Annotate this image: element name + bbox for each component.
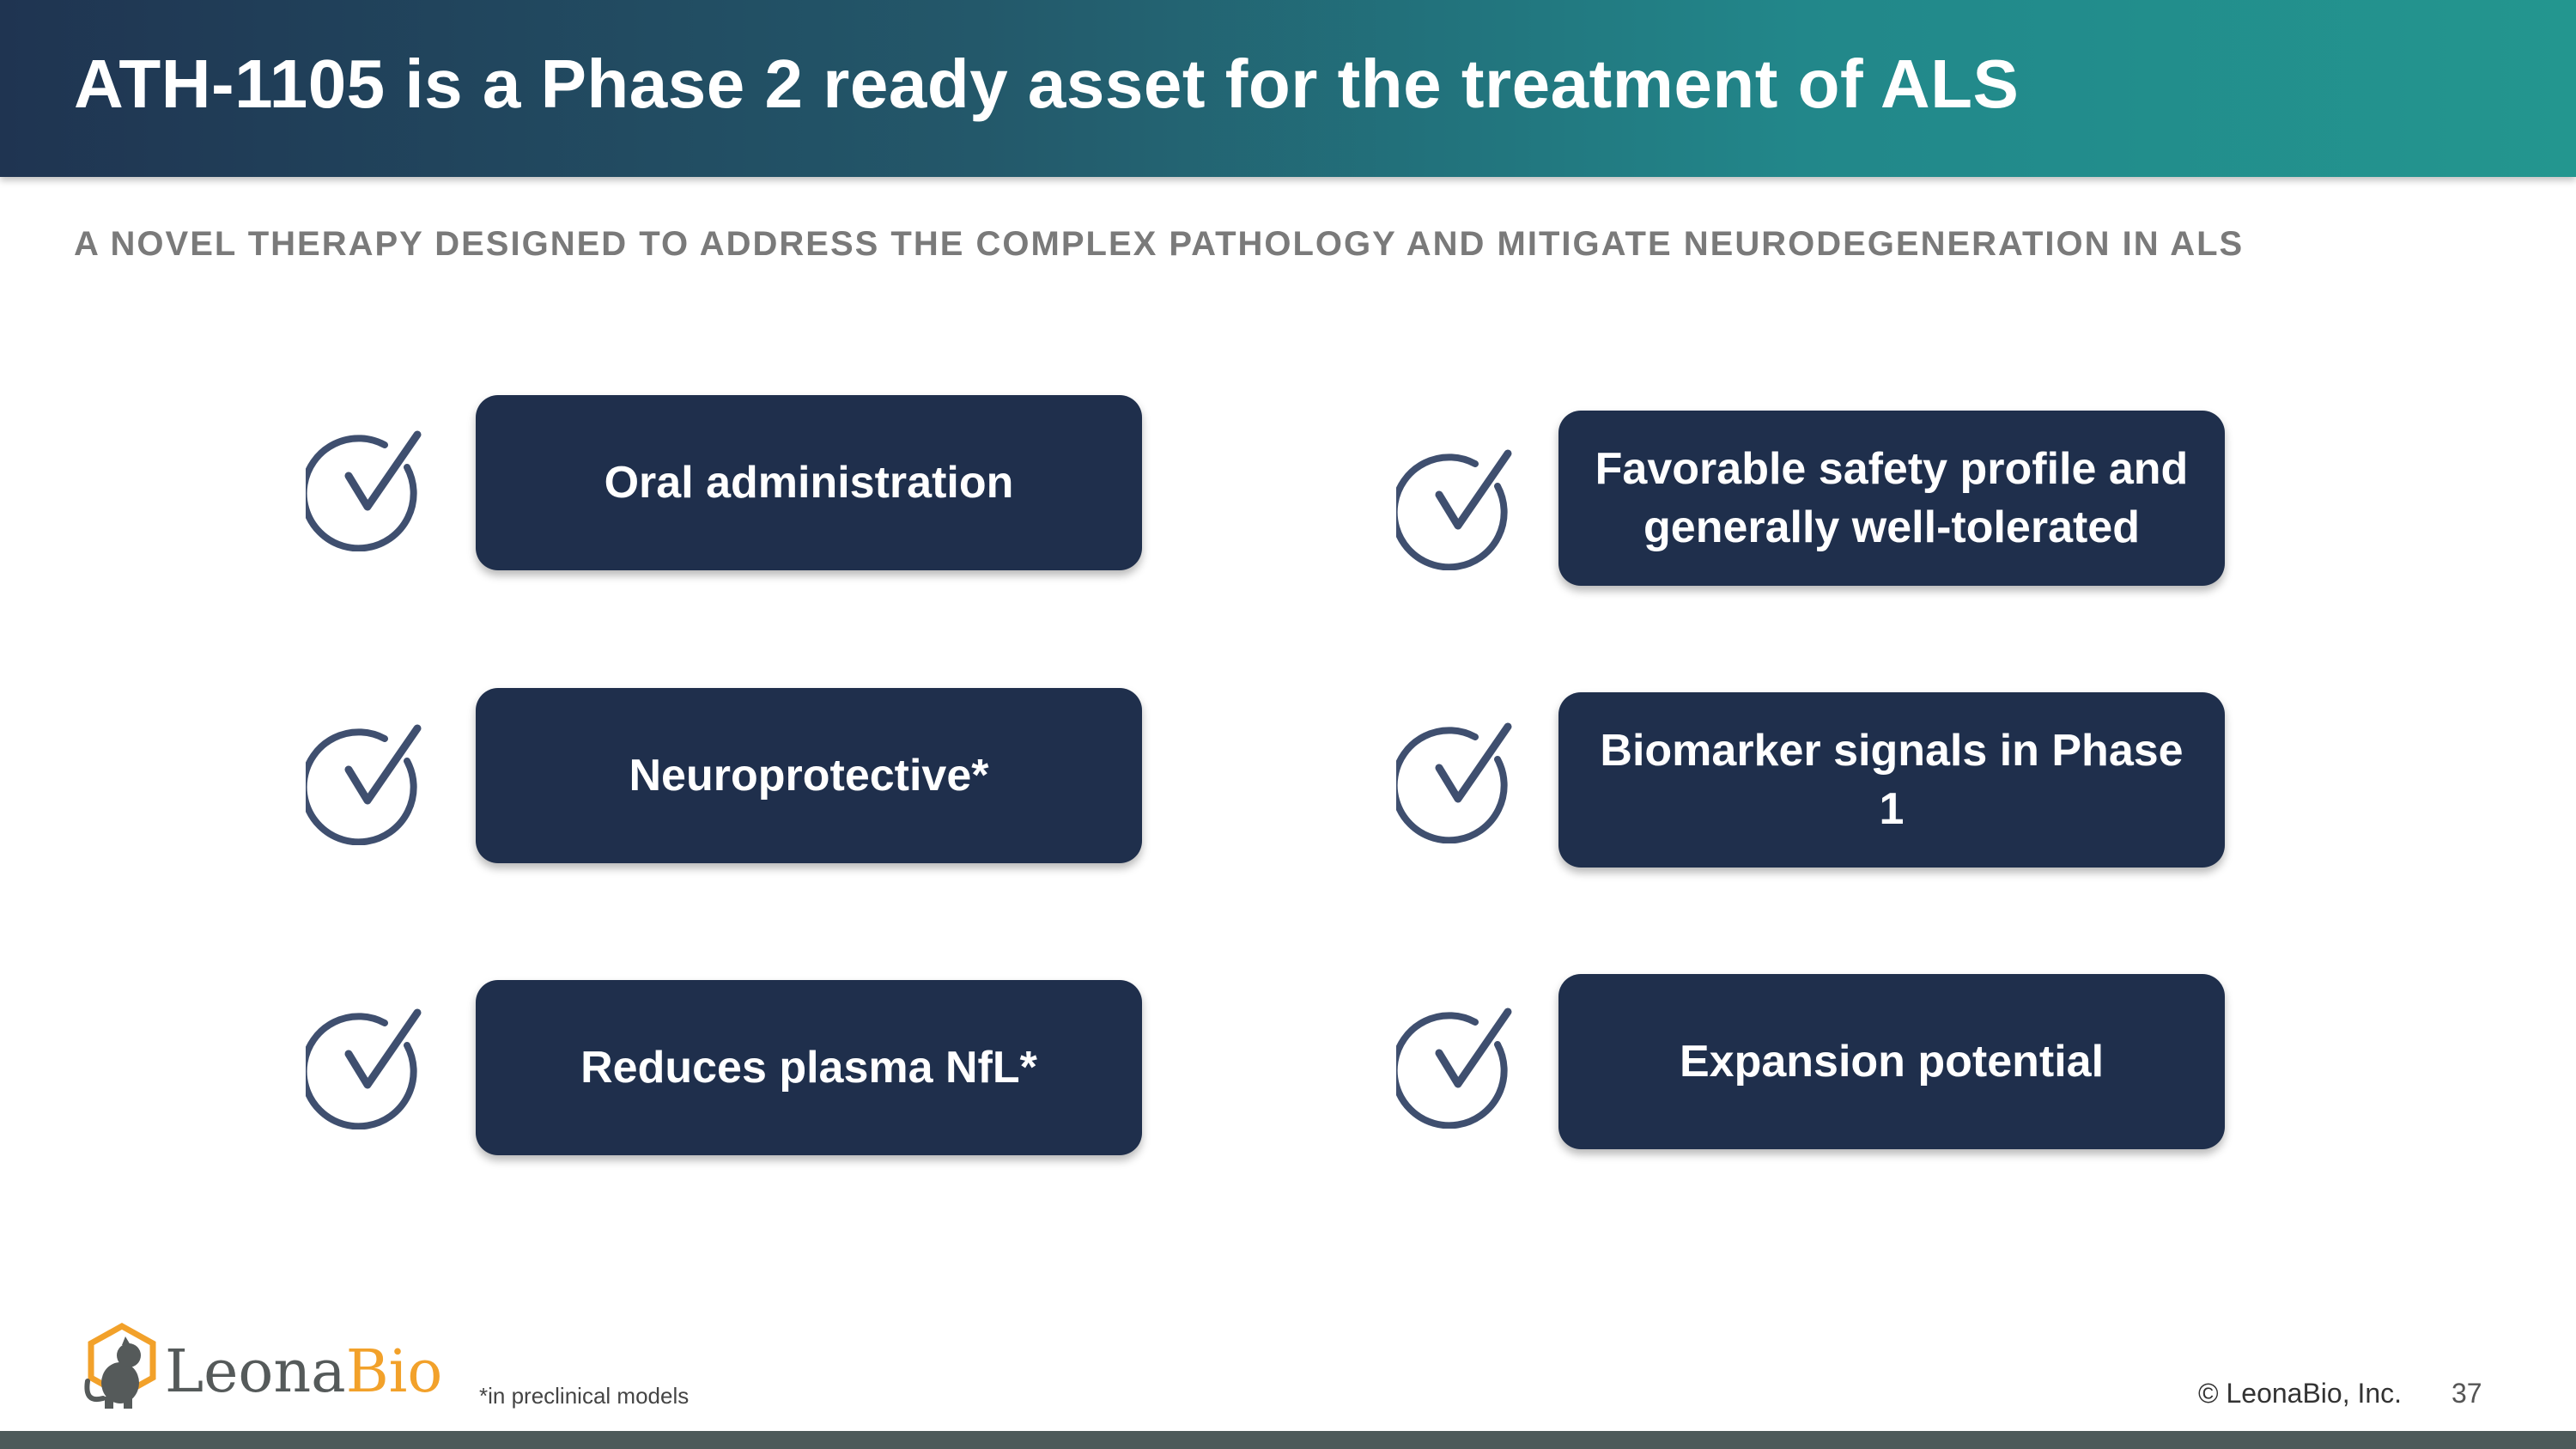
feature-card-label: Oral administration xyxy=(604,458,1014,508)
feature-card-oral-administration: Oral administration xyxy=(476,395,1142,570)
check-circle-icon xyxy=(306,430,422,551)
logo-wordmark-leona: Leona xyxy=(165,1338,346,1406)
bottom-bar xyxy=(0,1431,2576,1449)
check-circle-icon xyxy=(306,1008,422,1129)
feature-card-reduces-nfl: Reduces plasma NfL* xyxy=(476,980,1142,1155)
header-banner: ATH-1105 is a Phase 2 ready asset for th… xyxy=(0,0,2576,177)
feature-card-safety-profile: Favorable safety profile and generally w… xyxy=(1558,411,2225,586)
check-circle-icon xyxy=(1396,722,1512,843)
feature-card-label: Biomarker signals in Phase 1 xyxy=(1600,726,2184,834)
leonabio-logo: LeonaBio xyxy=(79,1321,448,1416)
footnote: *in preclinical models xyxy=(479,1383,690,1409)
copyright-notice: © LeonaBio, Inc. xyxy=(2198,1378,2403,1409)
feature-card-label: Expansion potential xyxy=(1679,1037,2105,1087)
check-circle-icon xyxy=(1396,449,1512,570)
check-circle-icon xyxy=(1396,1008,1512,1129)
page-subtitle: A NOVEL THERAPY DESIGNED TO ADDRESS THE … xyxy=(74,225,2245,263)
logo-wordmark-bio: Bio xyxy=(345,1338,443,1406)
check-circle-icon xyxy=(306,724,422,845)
logo-wordmark: LeonaBio xyxy=(165,1338,442,1406)
feature-card-expansion-potential: Expansion potential xyxy=(1558,974,2225,1149)
page-title: ATH-1105 is a Phase 2 ready asset for th… xyxy=(74,46,2020,122)
feature-card-label: Reduces plasma NfL* xyxy=(580,1043,1037,1093)
feature-card-biomarker-signals: Biomarker signals in Phase 1 xyxy=(1558,692,2225,868)
lion-hexagon-logo-icon xyxy=(84,1322,156,1409)
page-number: 37 xyxy=(2451,1378,2482,1409)
feature-card-label: Favorable safety profile and generally w… xyxy=(1595,444,2189,552)
feature-card-label: Neuroprotective* xyxy=(629,751,989,801)
feature-card-neuroprotective: Neuroprotective* xyxy=(476,688,1142,863)
